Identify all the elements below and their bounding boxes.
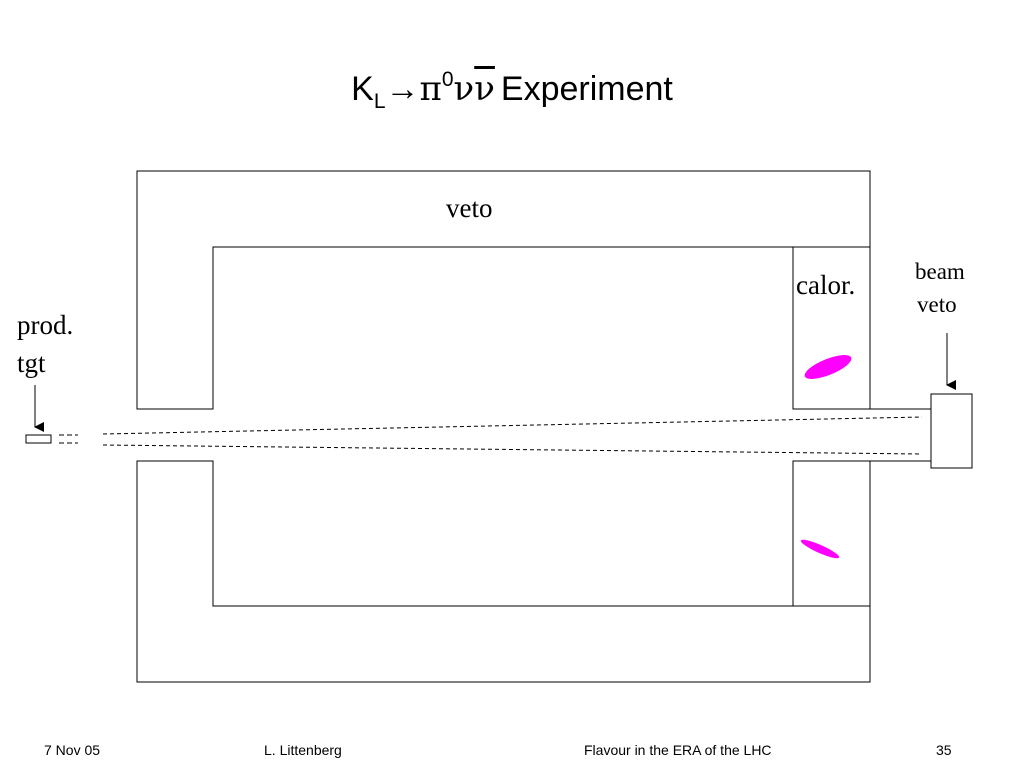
- title-pion: π: [419, 69, 442, 109]
- photon-shower-lower: [800, 539, 840, 559]
- footer-date: 7 Nov 05: [44, 742, 101, 758]
- calorimeter-lower: [792, 460, 871, 607]
- beam-envelope-lower: [102, 444, 923, 455]
- beam-envelope-upper: [102, 416, 923, 435]
- veto-lower: [136, 460, 871, 683]
- title-kaon-subscript: L: [373, 90, 386, 113]
- prod-tgt-label-line1: prod.: [17, 310, 74, 340]
- photon-shower-upper: [804, 355, 852, 379]
- title-neutrino: ν: [453, 69, 475, 109]
- beam-veto-label-line2: veto: [917, 292, 957, 317]
- footer-author: L. Littenberg: [264, 742, 342, 758]
- title-kaon: K: [351, 70, 374, 108]
- title-arrow: →: [385, 70, 420, 108]
- title-experiment: Experiment: [500, 70, 673, 108]
- beam-veto-label-line1: beam: [915, 259, 965, 284]
- veto-label: veto: [446, 193, 493, 223]
- footer-talk-title: Flavour in the ERA of the LHC: [584, 742, 772, 758]
- beam-veto-box: [930, 393, 973, 469]
- calorimeter-label: calor.: [796, 270, 856, 300]
- title-pion-superscript: 0: [441, 68, 454, 91]
- prod-tgt-label-line2: tgt: [17, 348, 46, 378]
- production-target: [25, 434, 52, 444]
- veto-upper: [136, 170, 871, 410]
- title-antineutrino: ν: [474, 69, 495, 109]
- footer-page-number: 35: [936, 742, 952, 758]
